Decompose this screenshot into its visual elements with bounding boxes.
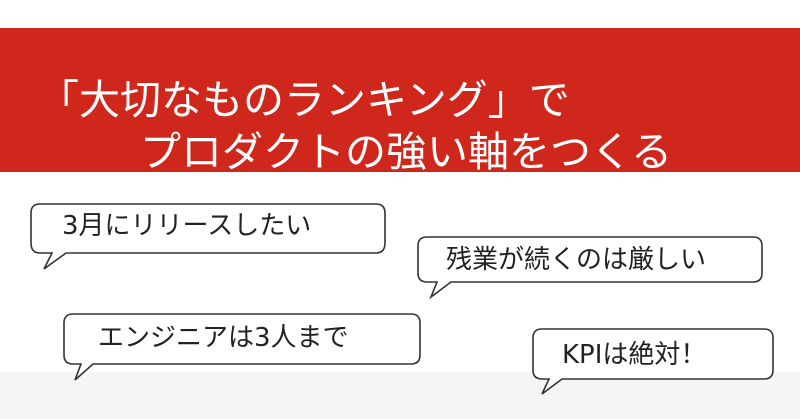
speech-bubble-overtime — [417, 236, 763, 300]
speech-bubble-engineers — [63, 313, 421, 381]
speech-bubble-engineers-text: エンジニアは3人まで — [98, 323, 349, 353]
speech-bubble-overtime-text: 残業が続くのは厳しい — [446, 245, 707, 275]
speech-bubble-kpi — [532, 328, 774, 395]
title-banner: 「大切なものランキング」で プロダクトの強い軸をつくる — [0, 28, 800, 176]
speech-bubble-release-text: 3月にリリースしたい — [62, 211, 312, 241]
speech-bubble-kpi-text: KPIは絶対！ — [562, 340, 707, 370]
banner-title-line-1: 「大切なものランキング」で — [38, 76, 570, 124]
speech-bubble-release — [30, 203, 386, 270]
banner-title-line-2: プロダクトの強い軸をつくる — [140, 128, 673, 176]
bottom-band — [0, 372, 800, 419]
